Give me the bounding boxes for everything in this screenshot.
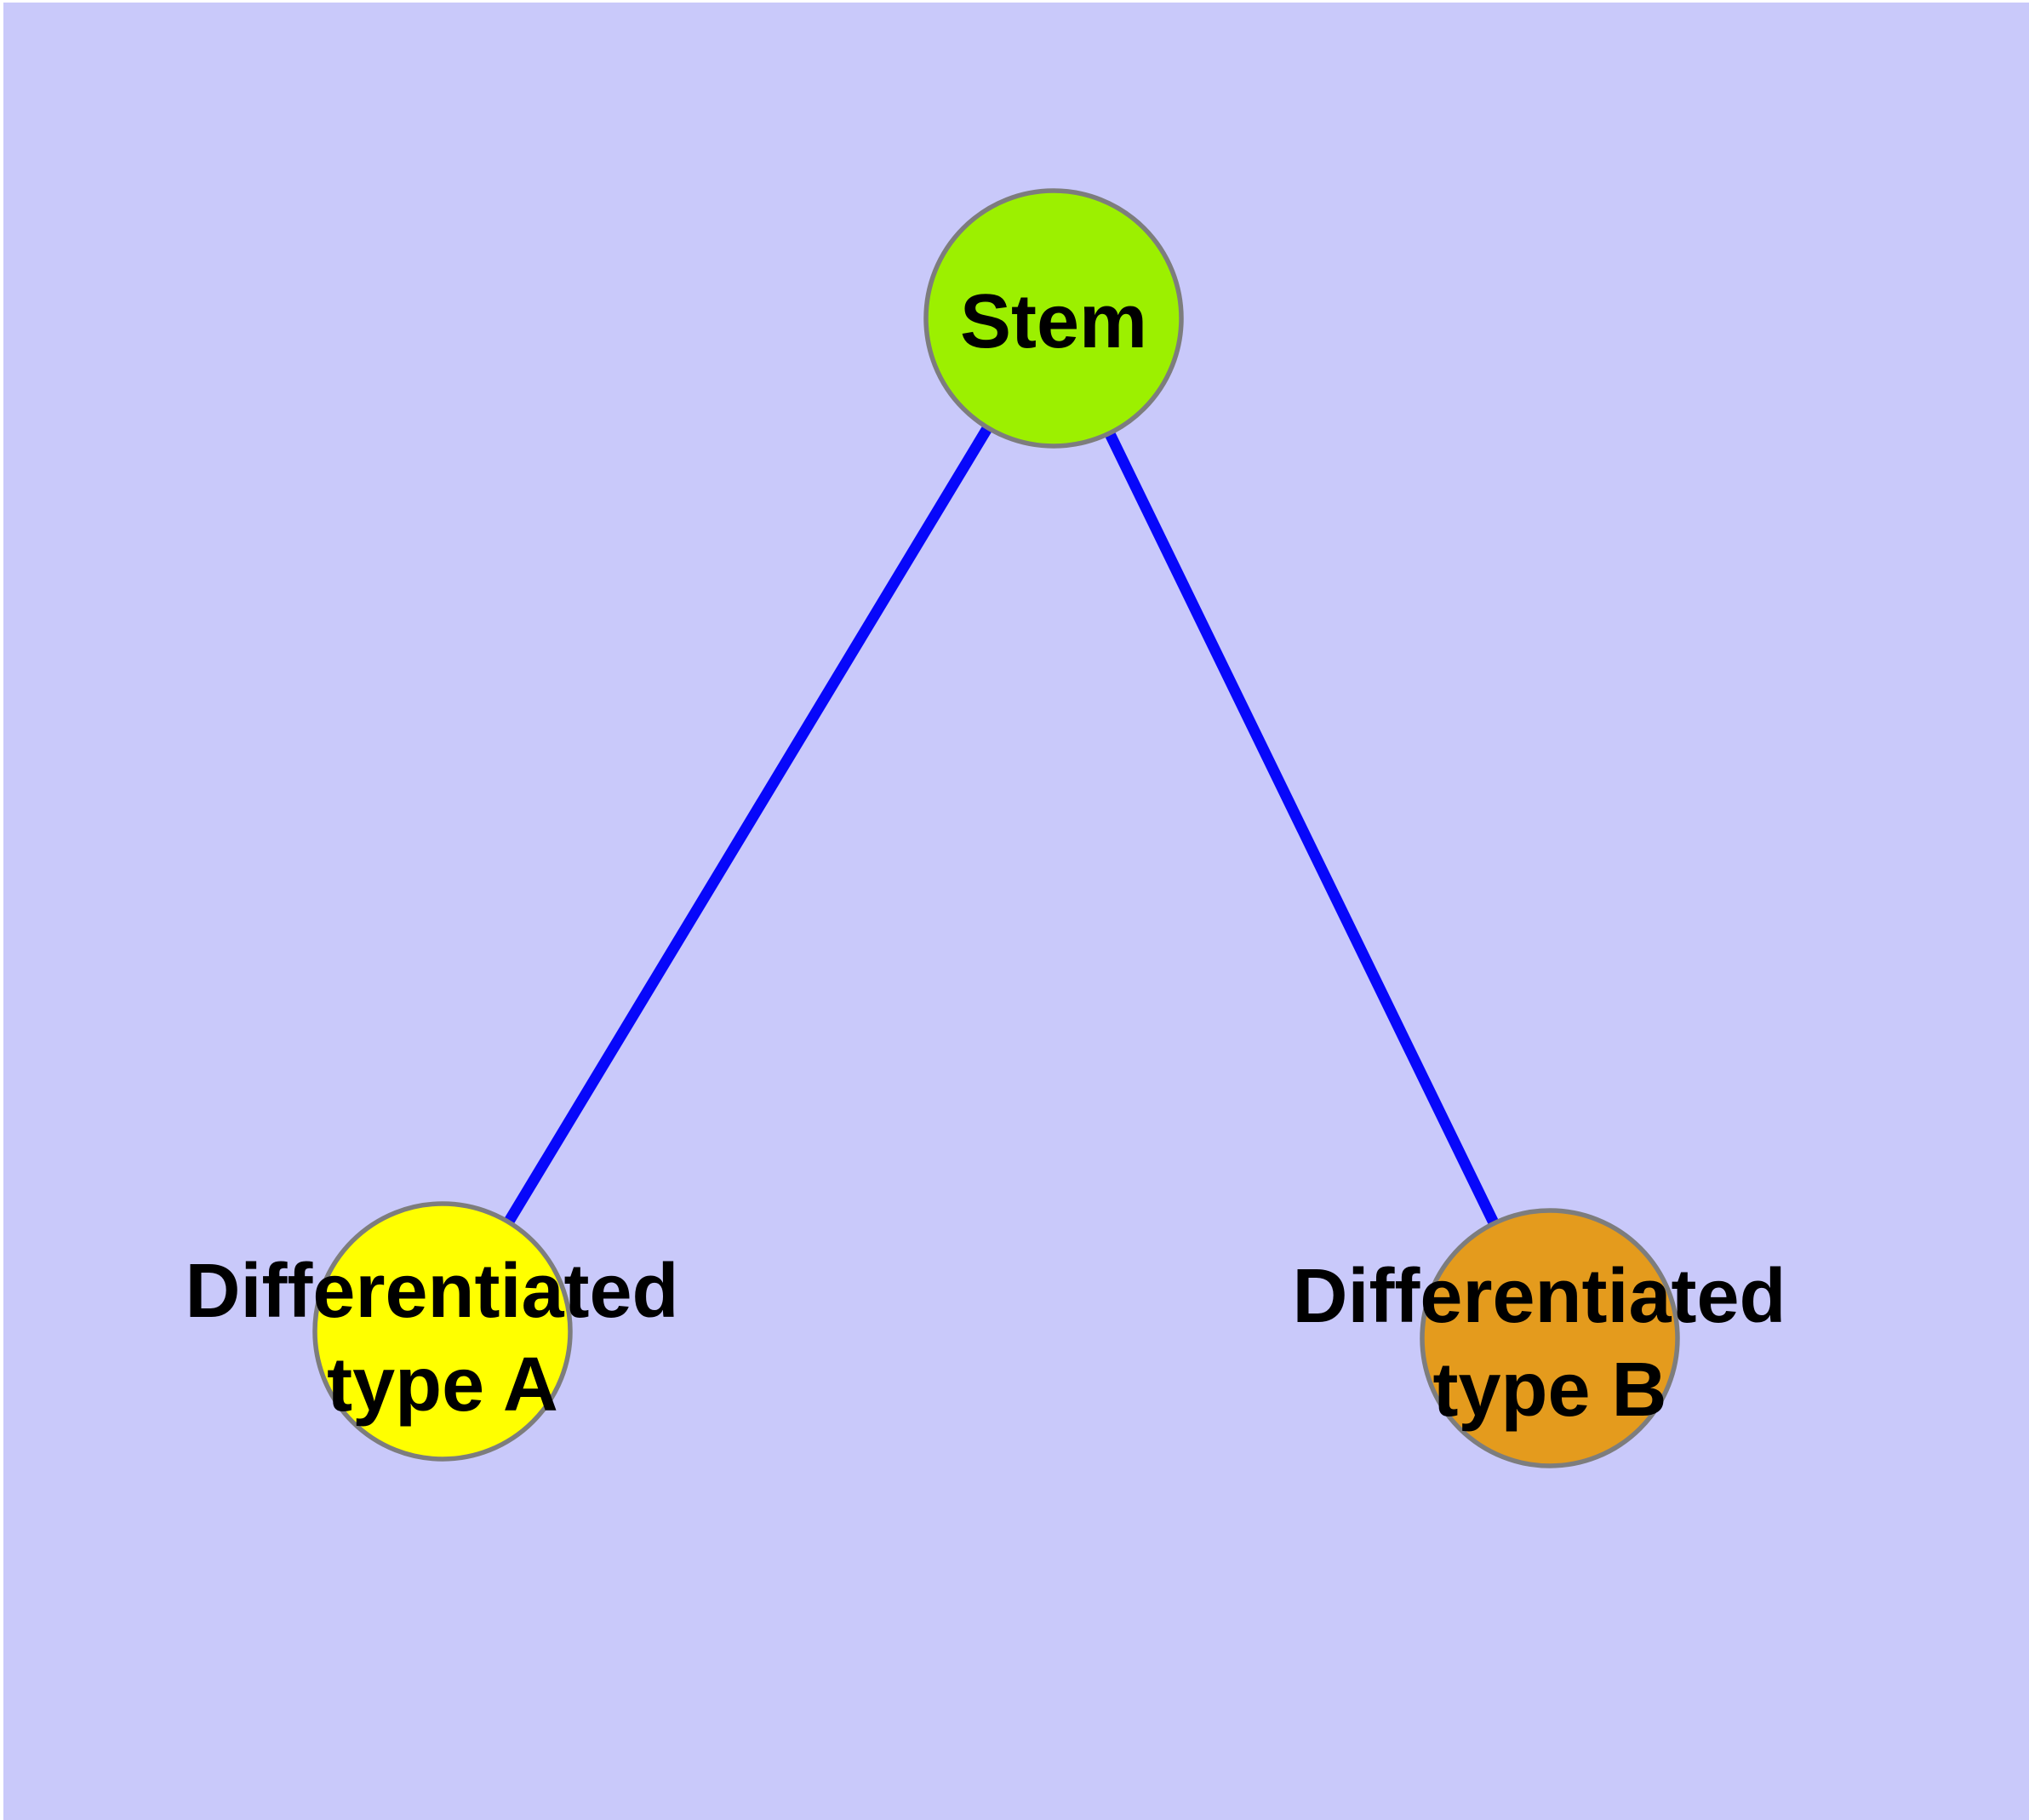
node-differentiated-type-a bbox=[312, 1201, 573, 1462]
node-stem bbox=[923, 188, 1184, 449]
node-type-a-label-line2: type A bbox=[327, 1342, 558, 1428]
node-type-a-label: Differentiated type A bbox=[185, 1249, 700, 1428]
node-stem-label: Stem bbox=[960, 279, 1147, 364]
node-type-b-label: Differentiated type B bbox=[1292, 1254, 1807, 1433]
node-type-a-label-line1: Differentiated bbox=[185, 1249, 678, 1334]
node-differentiated-type-b bbox=[1420, 1208, 1680, 1468]
edge-stem-to-type-b bbox=[1049, 316, 1555, 1341]
node-type-b-label-line2: type B bbox=[1432, 1348, 1666, 1433]
node-type-b-label-line1: Differentiated bbox=[1292, 1254, 1786, 1339]
edge-stem-to-type-a bbox=[437, 315, 1059, 1335]
